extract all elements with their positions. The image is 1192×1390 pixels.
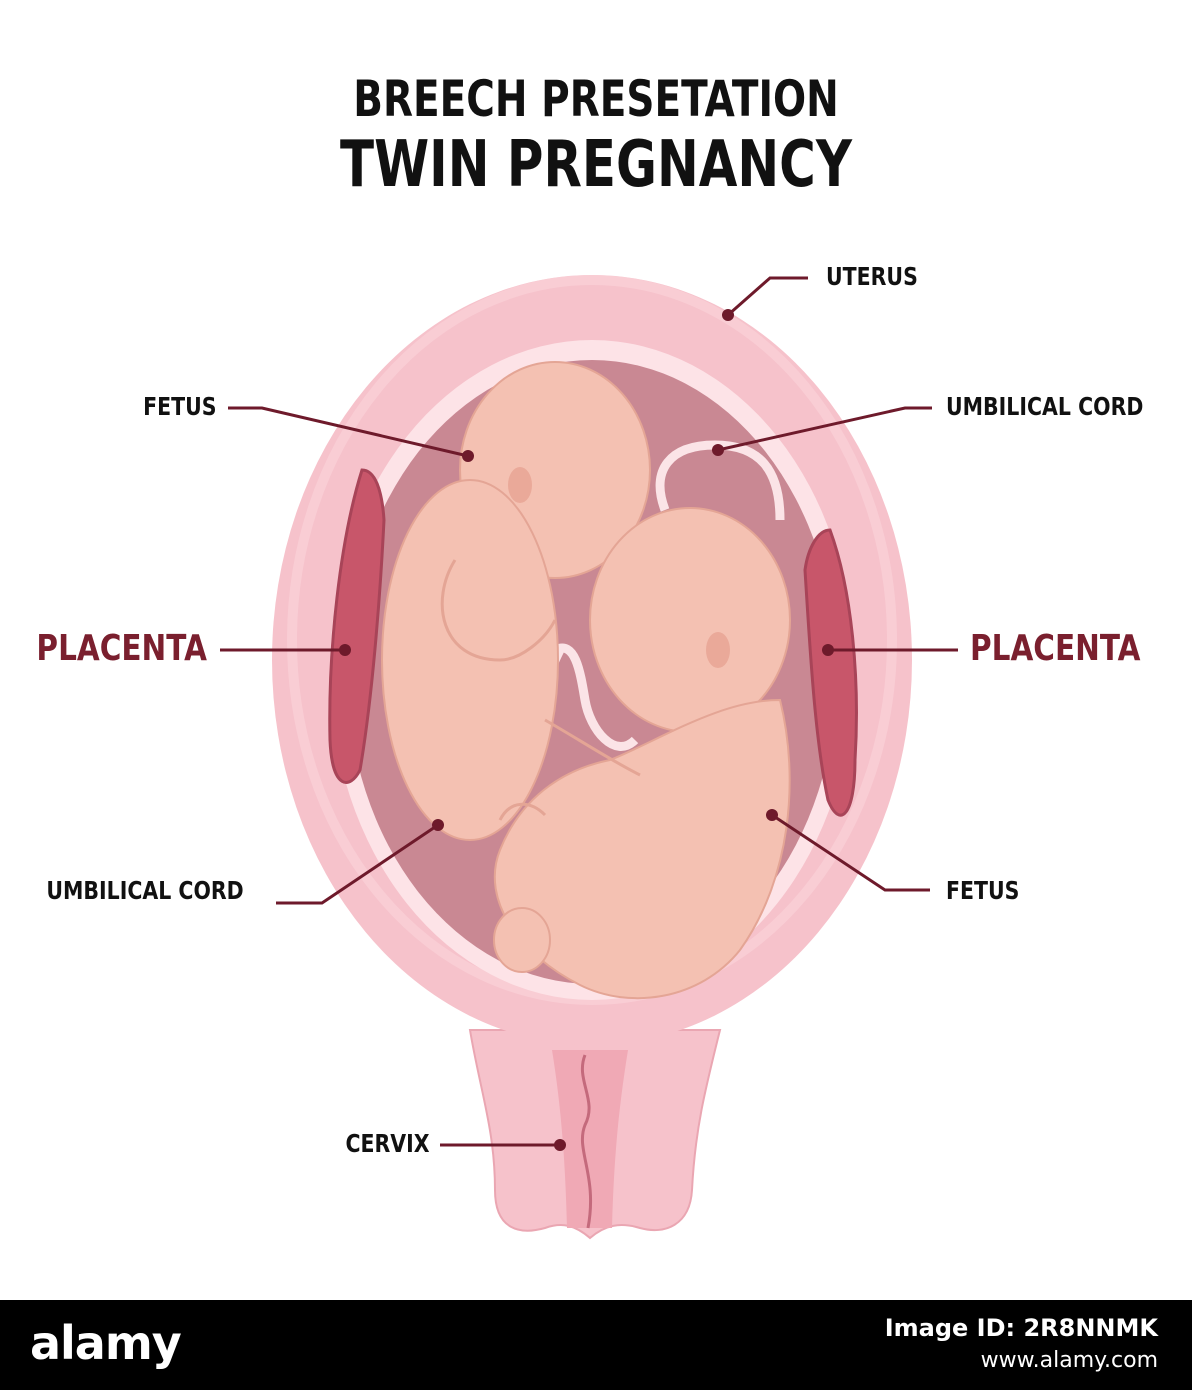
title-line-1: BREECH PRESETATION (353, 70, 839, 128)
label-placenta-left: PLACENTA (36, 628, 207, 669)
label-placenta-right: PLACENTA (970, 628, 1141, 669)
fetus-right (493, 507, 791, 1000)
image-id: Image ID: 2R8NNMK (884, 1314, 1158, 1342)
label-uterus: UTERUS (826, 262, 918, 291)
fetus-left (381, 361, 651, 841)
label-umbilical-cord-left: UMBILICAL CORD (46, 876, 244, 905)
footer-bar (0, 1300, 1192, 1390)
title-line-2: TWIN PREGNANCY (340, 128, 852, 202)
placenta-left (328, 468, 386, 784)
leader-dots (339, 309, 834, 1151)
cervix-canal (552, 1050, 628, 1228)
cervix-fold (580, 1054, 593, 1229)
label-cervix: CERVIX (345, 1129, 430, 1158)
brand-logo: alamy (30, 1316, 182, 1370)
umbilical-cord-mid (552, 643, 639, 751)
label-fetus-left: FETUS (143, 392, 217, 421)
label-umbilical-cord-right: UMBILICAL CORD (946, 392, 1144, 421)
image-url: www.alamy.com (980, 1348, 1158, 1373)
placenta-right (803, 528, 858, 817)
label-fetus-right: FETUS (946, 876, 1020, 905)
uterus-diagram (220, 275, 958, 1240)
leader-lines (220, 276, 958, 1147)
